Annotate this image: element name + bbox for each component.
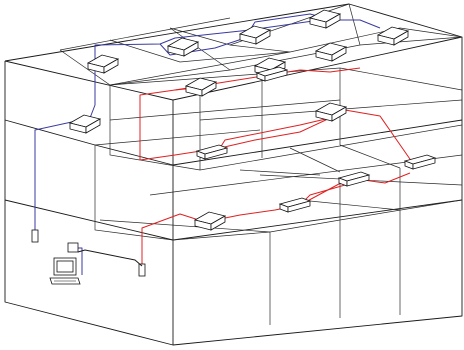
wall-controller-icon [67, 242, 79, 253]
middle-floor-grid6 [339, 144, 401, 169]
top-grid-4 [59, 17, 231, 51]
ceiling-cassette-unit-icon [193, 211, 227, 231]
ground-grid2 [99, 219, 271, 233]
ceiling-cassette-unit-icon [314, 102, 348, 122]
red-wire-upper [139, 67, 361, 160]
building-outline [4, 3, 463, 346]
middle-floor-grid5 [289, 147, 341, 173]
controllers [31, 229, 146, 277]
top-grid-7 [229, 44, 291, 53]
ceiling-cassette-unit-icon [86, 54, 120, 74]
computer-workstation-icon [49, 257, 81, 285]
roof-edge [4, 36, 463, 101]
ceiling-units [68, 9, 410, 231]
ground-grid1 [172, 231, 271, 241]
wall-controller-icon [138, 263, 146, 277]
wall-controller-icon [31, 229, 39, 243]
red-wire-lower [141, 172, 411, 268]
red-wire-middle [139, 109, 413, 163]
top-grid-8 [348, 3, 361, 46]
ceiling-cassette-unit-icon [308, 9, 342, 29]
ceiling-cassette-unit-icon [195, 144, 229, 160]
ground-grid8 [299, 199, 401, 211]
middle-floor-back [94, 145, 174, 241]
ground-grid3 [269, 219, 341, 233]
ground-floor-slab [4, 199, 463, 241]
middle-floor-slab [4, 119, 463, 166]
top-grid-9 [399, 27, 463, 38]
duct-units [195, 66, 437, 213]
ceiling-cassette-unit-icon [337, 171, 371, 187]
ceiling-cassette-unit-icon [255, 66, 289, 82]
screen [56, 260, 74, 273]
ceiling-cassette-unit-icon [184, 77, 218, 97]
upper-level-back [109, 67, 341, 86]
upper-level-right [339, 67, 463, 91]
top-grid-2 [109, 27, 401, 63]
ceiling-cassette-unit-icon [238, 25, 272, 45]
ceiling-cassette-unit-icon [68, 114, 102, 134]
ceiling-cassette-unit-icon [314, 42, 348, 62]
ceiling-cassette-unit-icon [166, 37, 200, 57]
upper-level-grid1 [109, 99, 341, 121]
computer-link-wire [77, 249, 143, 267]
building-frame [4, 3, 463, 346]
middle-floor-grid1 [94, 129, 261, 146]
ceiling-cassette-unit-icon [403, 154, 437, 170]
ceiling-cassette-unit-icon [278, 197, 312, 213]
ceiling-cassette-unit-icon [376, 26, 410, 46]
ground-grid4 [339, 199, 463, 221]
red-wire-middle-branch [219, 117, 331, 149]
middle-floor-grid3 [239, 169, 321, 176]
top-grid-5 [109, 51, 291, 86]
top-grid-6 [169, 27, 231, 71]
